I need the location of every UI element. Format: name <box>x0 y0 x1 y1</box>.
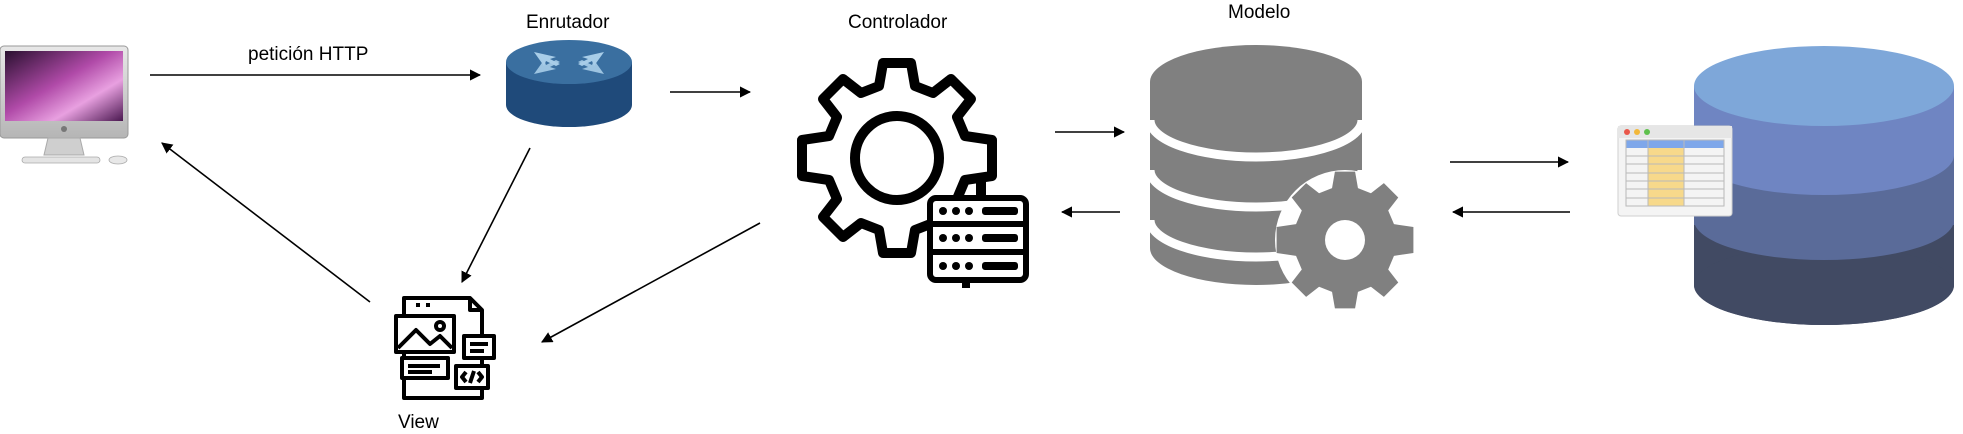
label-controller: Controlador <box>848 12 948 33</box>
label-router: Enrutador <box>526 12 610 33</box>
arrow-view-to-computer <box>161 142 371 303</box>
controller-gear-server-icon <box>797 58 1030 288</box>
model-database-gear-icon <box>1145 45 1415 310</box>
table-window-icon <box>1617 125 1733 217</box>
label-model: Modelo <box>1228 2 1290 23</box>
computer-icon <box>0 45 129 165</box>
label-http-request: petición HTTP <box>248 44 368 65</box>
view-document-icon <box>394 296 496 400</box>
router-icon <box>506 40 632 127</box>
label-view: View <box>398 412 439 433</box>
arrow-controller-to-view <box>541 222 761 343</box>
arrow-router-to-view <box>461 147 531 283</box>
arrows <box>150 69 1570 343</box>
database-stack-icon <box>1694 46 1954 325</box>
